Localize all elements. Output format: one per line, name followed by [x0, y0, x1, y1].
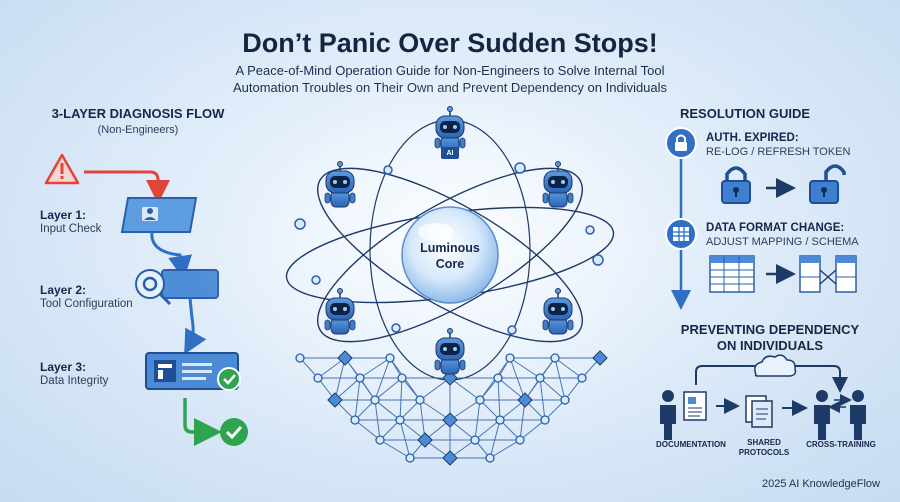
- shared-protocols-icon: [745, 395, 773, 428]
- mapped-schema-icon: [799, 255, 857, 293]
- core-label: Luminous Core: [400, 240, 500, 272]
- flow-arrow-2: [184, 297, 207, 355]
- success-check-icon: [220, 418, 248, 446]
- robot-icon: [324, 161, 356, 208]
- data-integrity-card-icon: [145, 352, 241, 391]
- caption-cross-training-line-1: CROSS-TRAINING: [806, 440, 876, 449]
- footer-credit: 2025 AI KnowledgeFlow: [761, 478, 880, 490]
- ai-network-illustration: [200, 70, 700, 466]
- table-badge-icon: [665, 218, 697, 250]
- core-label-line-2: Core: [435, 257, 465, 271]
- locked-padlock-icon: [721, 166, 751, 204]
- robot-icon: [542, 288, 574, 335]
- lock-badge-icon: [665, 127, 697, 159]
- format-change-title: DATA FORMAT CHANGE:: [706, 222, 845, 234]
- input-card-icon: [120, 197, 198, 233]
- caption-documentation: DOCUMENTATION: [646, 440, 736, 450]
- layer-3-desc: Data Integrity: [40, 375, 109, 387]
- cross-training-icon: [814, 390, 866, 440]
- layer-2-title: Layer 2:: [40, 283, 87, 297]
- caption-shared-line-2: PROTOCOLS: [738, 448, 790, 457]
- prevention-title-line-1: PREVENTING DEPENDENCY: [680, 322, 860, 337]
- robot-badge: AI: [446, 150, 454, 157]
- layer-1-title: Layer 1:: [40, 208, 87, 222]
- robot-icon: [434, 328, 466, 375]
- format-change-desc: ADJUST MAPPING / SCHEMA: [706, 236, 859, 248]
- prevention-illustration: [660, 354, 866, 440]
- caption-shared-line-1: SHARED: [747, 438, 781, 447]
- core-label-line-1: Luminous: [420, 241, 480, 255]
- resolution-title: RESOLUTION GUIDE: [680, 106, 811, 121]
- auth-expired-title: AUTH. EXPIRED:: [706, 132, 799, 144]
- caption-shared-protocols: SHARED PROTOCOLS: [734, 438, 794, 458]
- prevention-title: PREVENTING DEPENDENCY ON INDIVIDUALS: [660, 322, 880, 354]
- flow-arrow-1: [150, 231, 193, 280]
- warning-icon: [44, 153, 80, 185]
- success-arrow: [183, 398, 222, 446]
- resolution-guide-illustration: [665, 127, 857, 310]
- caption-cross-training: CROSS-TRAINING: [796, 440, 886, 450]
- diagnosis-flow: [44, 153, 248, 446]
- page-title: Don’t Panic Over Sudden Stops!: [242, 28, 658, 58]
- unlocked-padlock-icon: [809, 164, 846, 204]
- layer-2-desc: Tool Configuration: [40, 298, 133, 310]
- prevention-title-line-2: ON INDIVIDUALS: [716, 338, 824, 353]
- document-icon: [683, 391, 707, 421]
- source-table-icon: [709, 255, 755, 293]
- diagnosis-subtitle: (Non-Engineers): [97, 124, 179, 136]
- layer-1-desc: Input Check: [40, 223, 102, 235]
- diagnosis-title: 3-LAYER DIAGNOSIS FLOW: [51, 106, 225, 121]
- person-icon: [660, 390, 676, 440]
- auth-expired-desc: RE-LOG / REFRESH TOKEN: [706, 146, 851, 158]
- robot-badge-bg: [441, 147, 459, 159]
- caption-documentation-line-1: DOCUMENTATION: [656, 440, 726, 449]
- red-flow-arrow: [84, 170, 170, 204]
- robot-icon: [542, 161, 574, 208]
- layer-3-title: Layer 3:: [40, 360, 87, 374]
- cloud-icon: [754, 354, 797, 377]
- robot-icon: [324, 288, 356, 335]
